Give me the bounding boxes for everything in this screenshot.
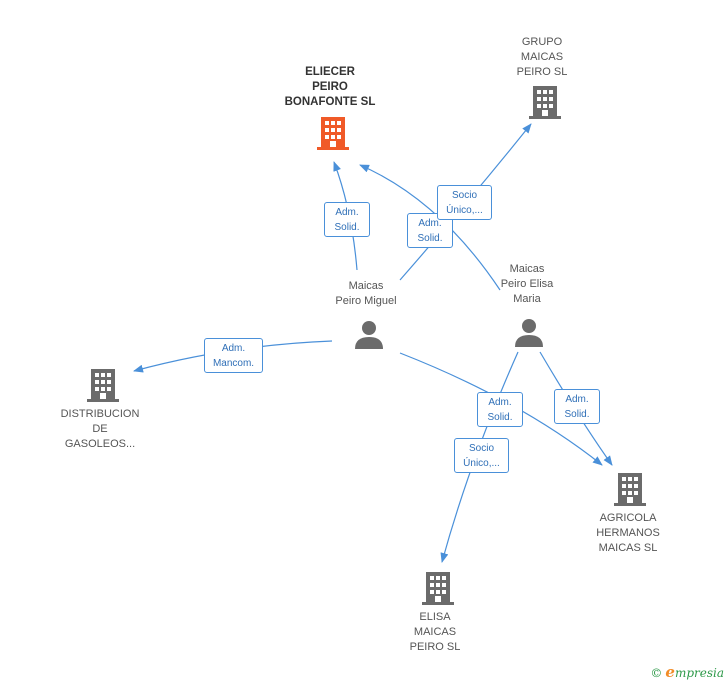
- building-icon: [614, 473, 646, 506]
- edge-label-adm-mancom: Adm. Mancom.: [204, 338, 263, 373]
- edge-label-adm-solid: Adm. Solid.: [477, 392, 523, 427]
- company-name-grupo[interactable]: GRUPO MAICAS PEIRO SL: [516, 36, 568, 78]
- building-icon: [87, 369, 119, 402]
- building-icon: [317, 117, 349, 150]
- person-name-miguel[interactable]: Maicas Peiro Miguel: [335, 280, 397, 307]
- building-icon: [529, 86, 561, 119]
- brand-logo-text: mpresia: [674, 666, 724, 680]
- edge-label-socio-unico: Socio Único,...: [437, 185, 492, 220]
- edge-label-adm-solid: Adm. Solid.: [554, 389, 600, 424]
- company-name-distribucion[interactable]: DISTRIBUCION DE GASOLEOS...: [60, 408, 140, 450]
- edge-label-adm-solid: Adm. Solid.: [324, 202, 370, 237]
- building-icon: [422, 572, 454, 605]
- brand-footer: ©empresia: [650, 663, 724, 681]
- person-icon: [355, 321, 383, 349]
- company-name-eliecer[interactable]: ELIECER PEIRO BONAFONTE SL: [284, 66, 376, 108]
- person-icon: [515, 319, 543, 347]
- edge-label-socio-unico: Socio Único,...: [454, 438, 509, 473]
- company-name-agricola[interactable]: AGRICOLA HERMANOS MAICAS SL: [596, 512, 660, 554]
- person-name-elisa-maria[interactable]: Maicas Peiro Elisa Maria: [500, 263, 554, 305]
- company-name-elisa-sl[interactable]: ELISA MAICAS PEIRO SL: [409, 611, 461, 653]
- copyright-symbol: ©: [650, 666, 663, 680]
- brand-logo-initial: e: [665, 663, 675, 681]
